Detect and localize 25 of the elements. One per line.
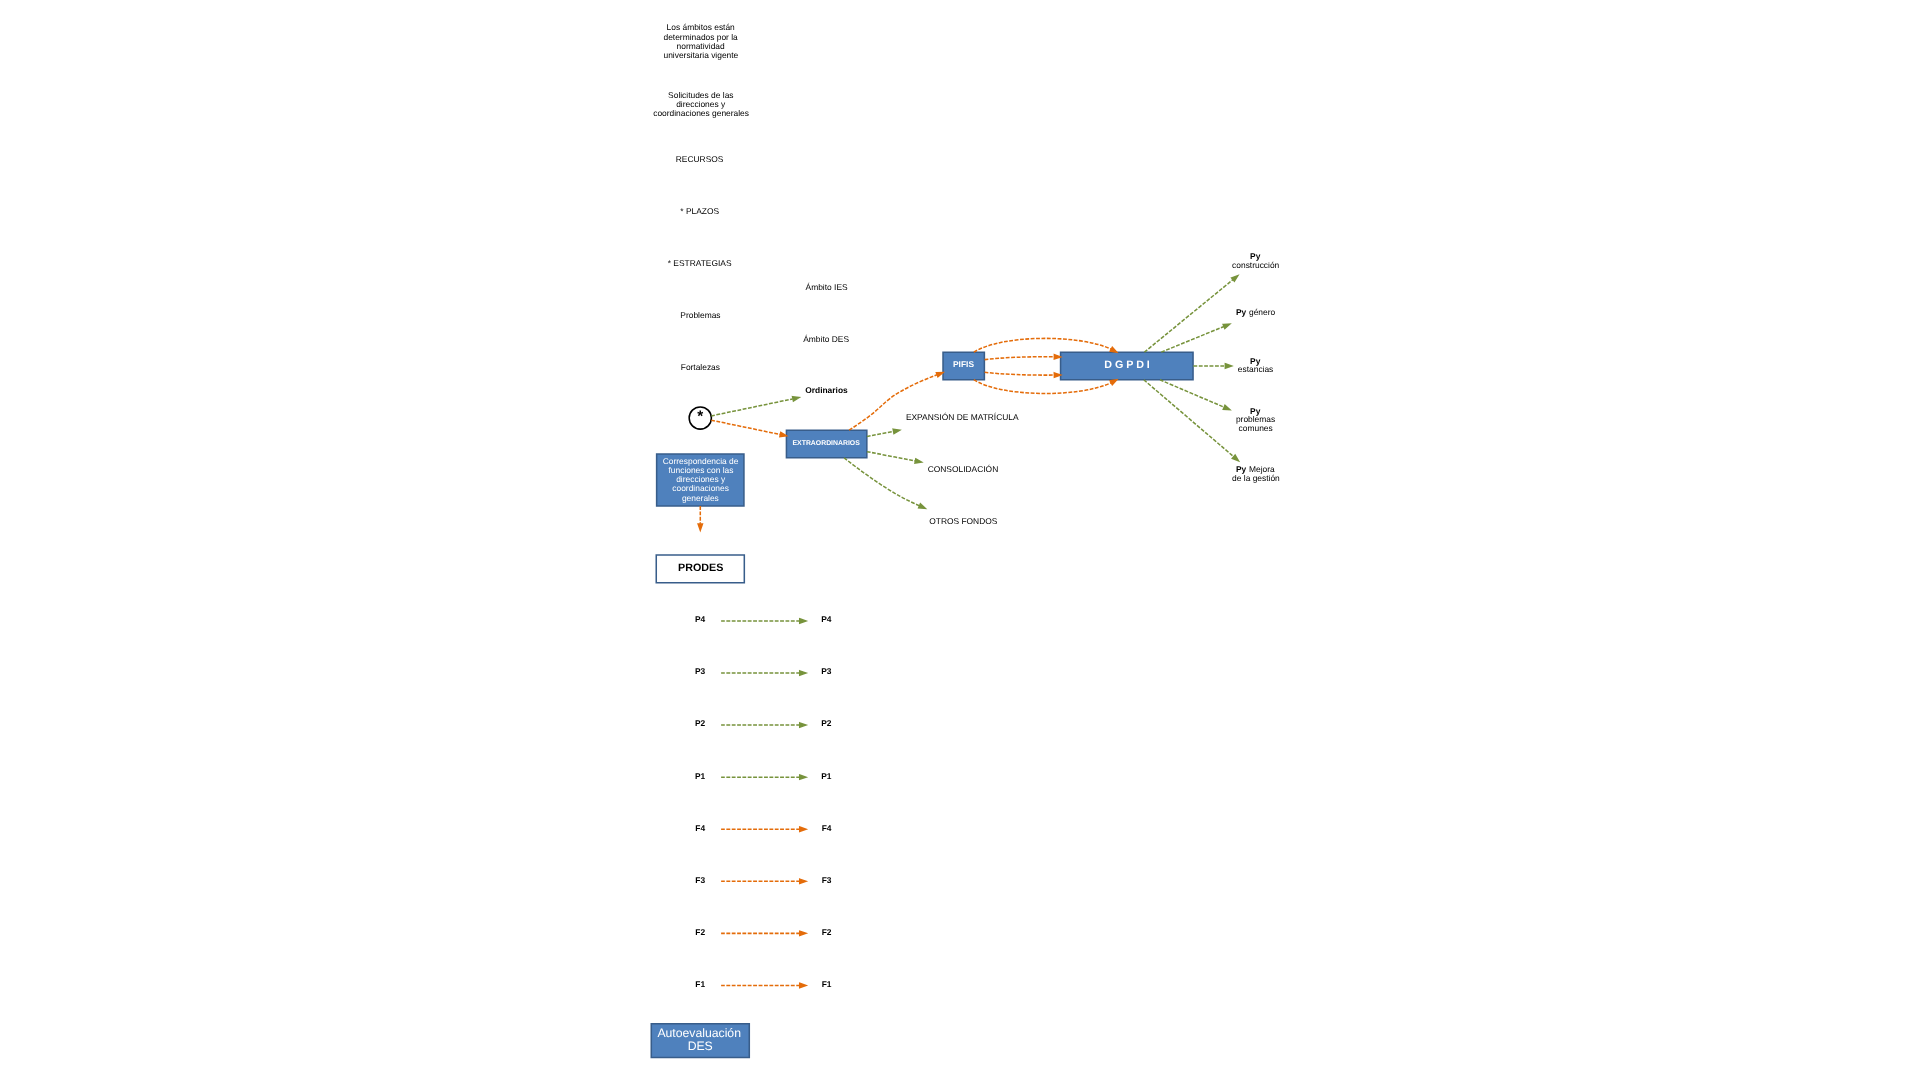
arrow (843, 457, 928, 510)
arrow (973, 337, 1119, 354)
arrow (720, 773, 809, 781)
arrow (697, 505, 704, 533)
arrow (1143, 274, 1240, 353)
arrow (983, 371, 1063, 379)
arrow (866, 428, 902, 438)
arrow (720, 982, 809, 989)
arrow (1192, 362, 1234, 370)
arrow (720, 878, 809, 885)
arrow (720, 721, 809, 729)
arrow (866, 450, 924, 464)
arrow (848, 371, 946, 431)
arrow (710, 419, 789, 438)
arrow (973, 378, 1119, 395)
arrow (1159, 379, 1232, 411)
arrow (720, 617, 809, 625)
arrow (1143, 379, 1241, 463)
arrow (720, 669, 809, 677)
arrow (1160, 323, 1232, 353)
node-circle: * (688, 406, 713, 430)
arrow (720, 930, 809, 937)
arrow (710, 395, 802, 417)
arrow (983, 353, 1063, 361)
arrow (720, 826, 809, 833)
